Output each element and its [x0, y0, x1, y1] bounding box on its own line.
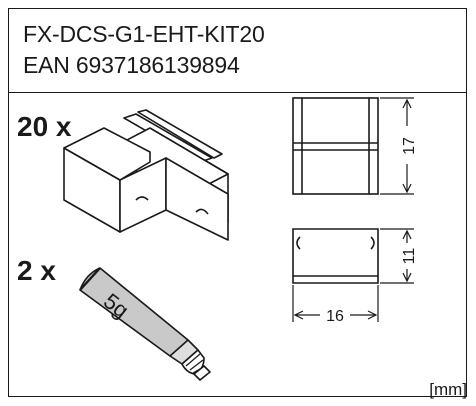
- clip-connector-icon: [63, 109, 229, 241]
- header-panel: FX-DCS-G1-EHT-KIT20 EAN 6937186139894: [9, 9, 466, 93]
- side-view-drawing: [292, 97, 379, 195]
- glue-tube-icon: 5g: [79, 267, 211, 381]
- dimension-height-top-value: 17: [401, 137, 418, 155]
- dimension-height-bottom: [380, 228, 414, 284]
- dimension-width-value: 16: [326, 308, 344, 325]
- unit-label: [mm]: [429, 380, 467, 399]
- ean-code: EAN 6937186139894: [23, 52, 240, 78]
- dimension-width: [292, 285, 379, 322]
- dimension-height-top: [380, 97, 414, 195]
- datasheet-frame: FX-DCS-G1-EHT-KIT20 EAN 6937186139894: [8, 8, 467, 397]
- front-view-drawing: [292, 228, 379, 284]
- product-code: FX-DCS-G1-EHT-KIT20: [23, 21, 265, 47]
- connector-quantity: 20 x: [17, 111, 72, 142]
- adhesive-quantity: 2 x: [17, 255, 56, 286]
- dimension-height-bottom-value: 11: [401, 248, 418, 265]
